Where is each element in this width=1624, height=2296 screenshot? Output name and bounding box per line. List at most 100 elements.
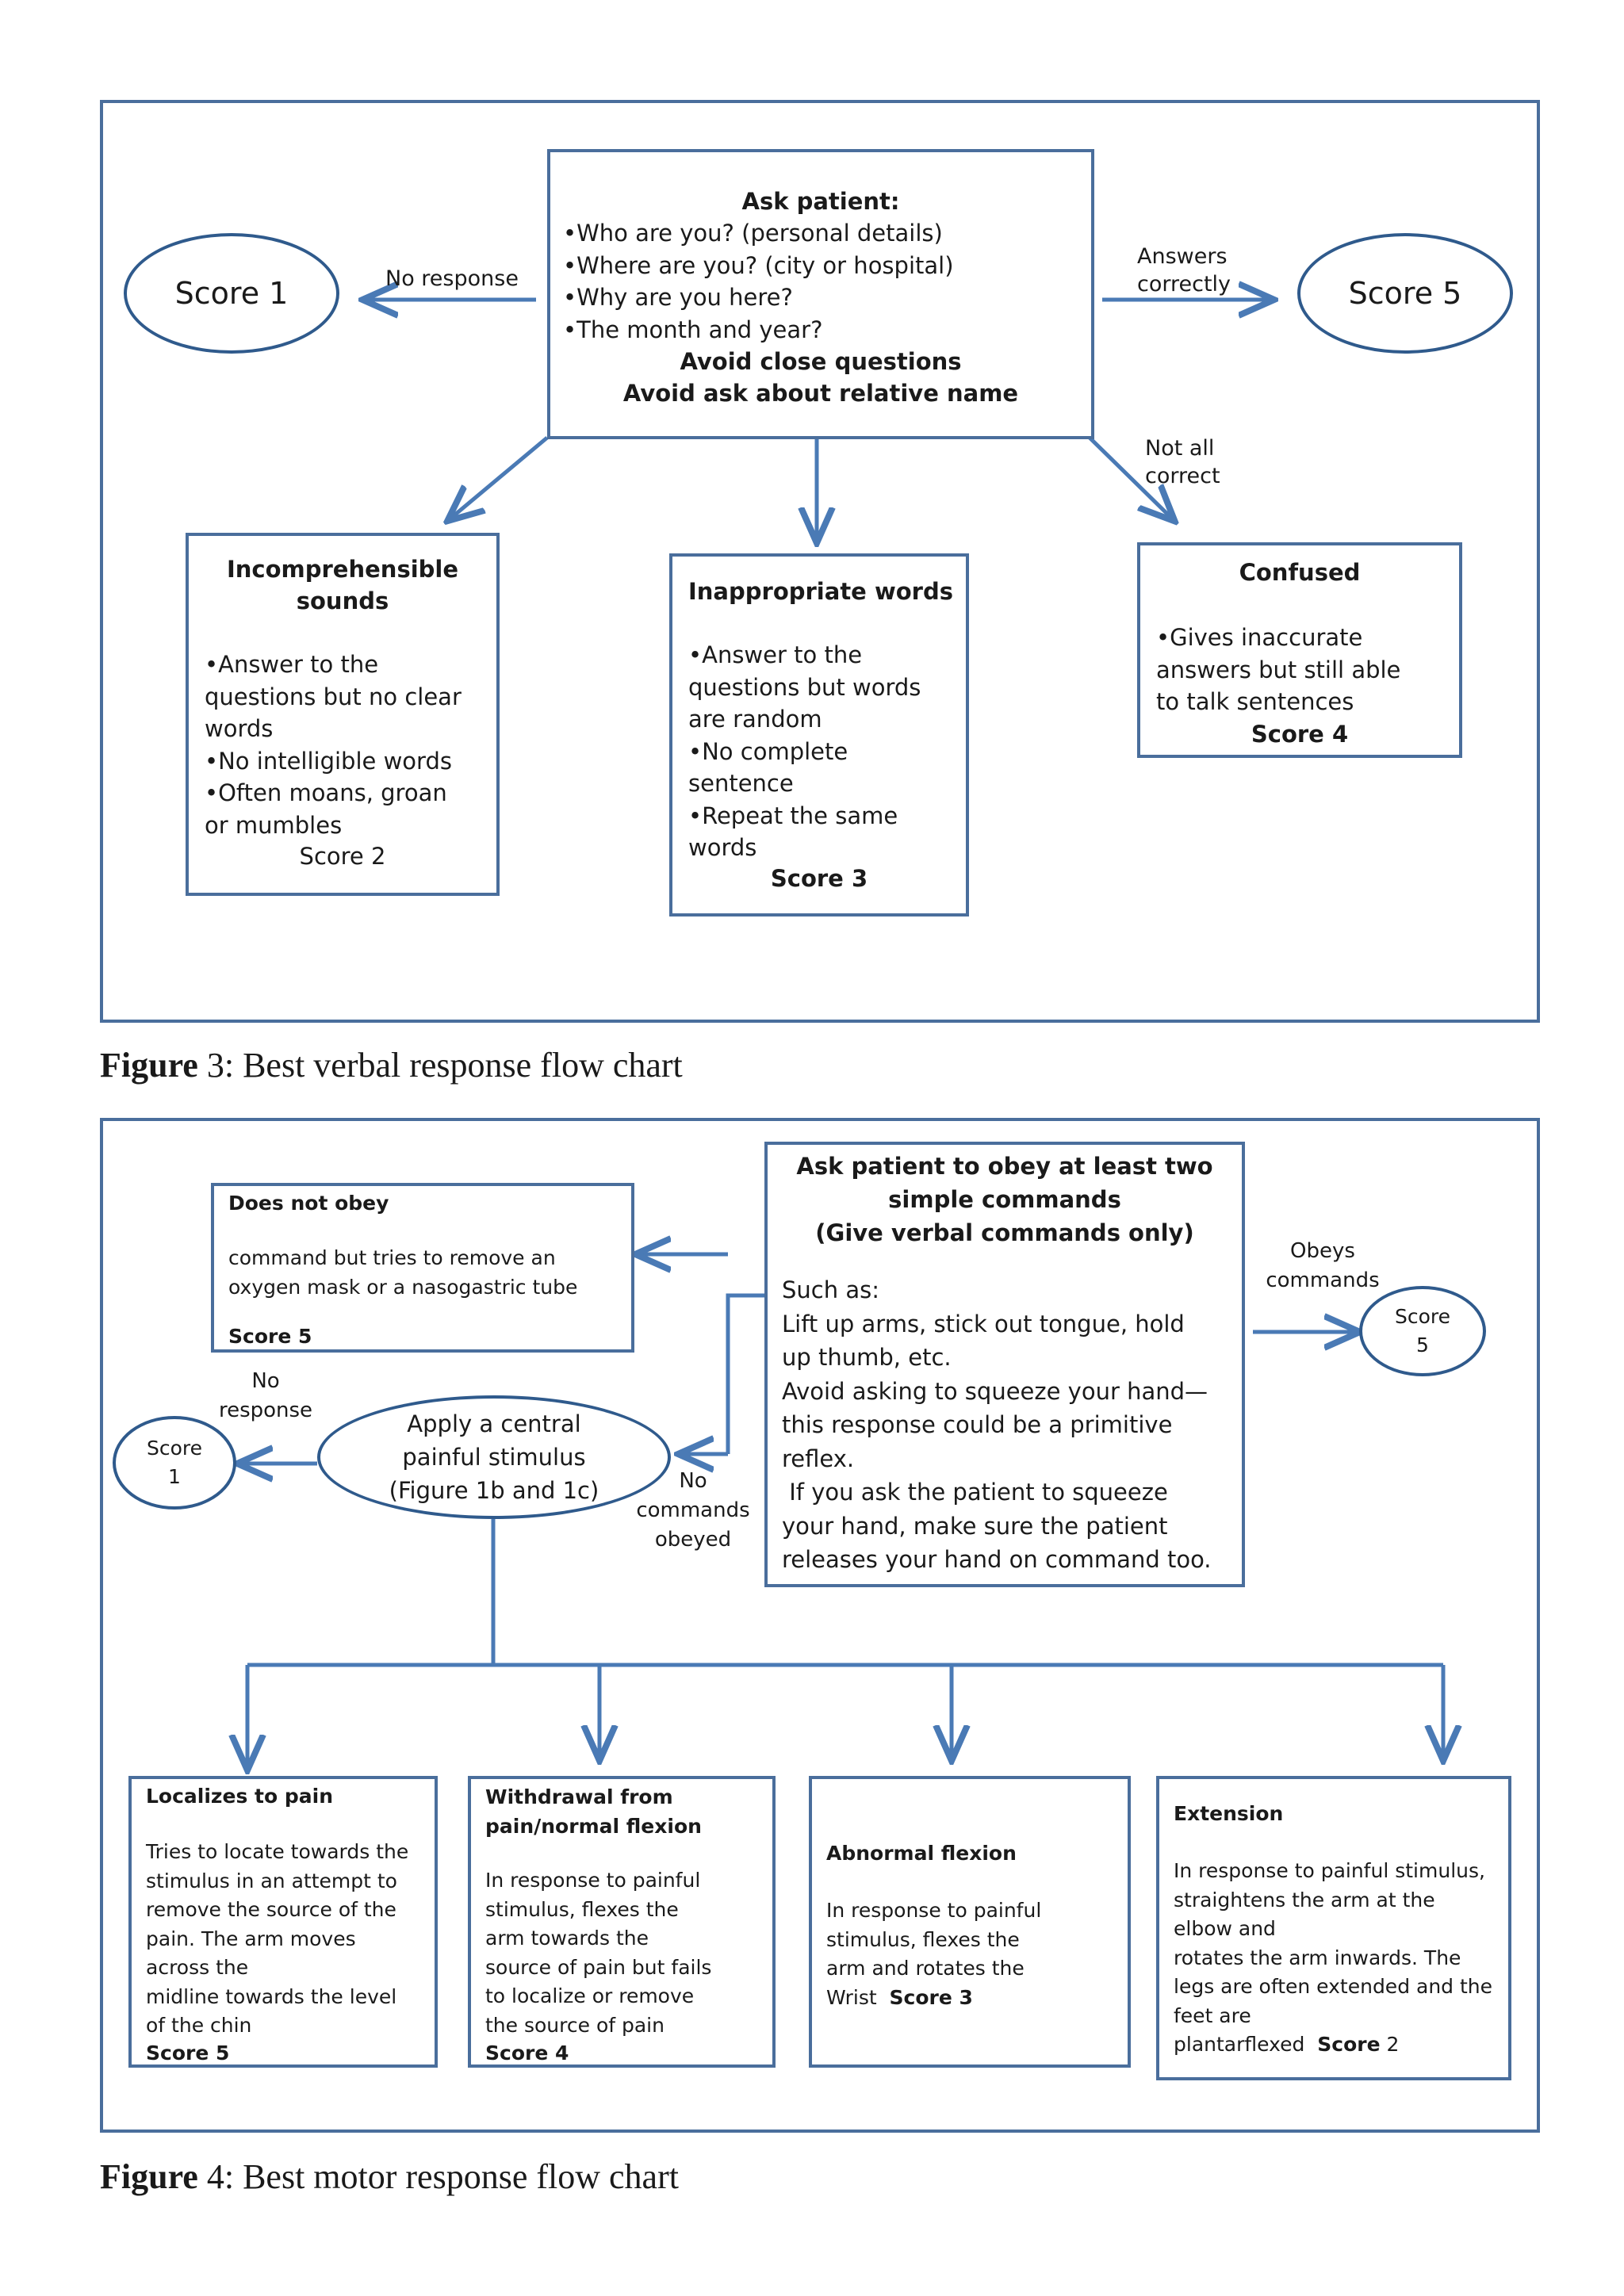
text-line: across the — [146, 1956, 249, 1979]
text-line: of the chin — [146, 2014, 252, 2037]
ellipse-line: painful stimulus — [402, 1444, 586, 1471]
text-line: stimulus in an attempt to — [146, 1869, 397, 1892]
incomprehensible-box: Incomprehensible sounds •Answer to the q… — [186, 533, 500, 896]
text-line: answers but still able — [1156, 656, 1401, 683]
text-line: Avoid asking to squeeze your hand— — [782, 1377, 1208, 1405]
does-not-obey-box: Does not obey command but tries to remov… — [211, 1183, 634, 1353]
text-line: arm towards the — [485, 1927, 649, 1950]
no-response-label: No response — [385, 266, 519, 291]
title-line: sounds — [296, 587, 389, 614]
text-line: to talk sentences — [1156, 688, 1354, 715]
does-not-obey-score: Score 5 — [228, 1325, 312, 1348]
ellipse-line: (Figure 1b and 1c) — [389, 1477, 599, 1504]
text-line: •Often moans, groan — [205, 779, 447, 806]
text-line: elbow and — [1174, 1917, 1276, 1940]
text-line: remove the source of the — [146, 1898, 396, 1921]
text-line: your hand, make sure the patient — [782, 1512, 1168, 1540]
not-all-correct-label: Not all correct — [1145, 434, 1220, 490]
extension-score-number: 2 — [1380, 2033, 1400, 2056]
text-line: Such as: — [782, 1276, 879, 1303]
confused-title: Confused — [1239, 559, 1361, 586]
withdrawal-text: In response to painful stimulus, flexes … — [485, 1866, 711, 2040]
caption-text: 3: Best verbal response flow chart — [197, 1046, 683, 1085]
label-line: Obeys — [1290, 1239, 1355, 1263]
obeys-commands-label: Obeys commands — [1264, 1237, 1381, 1295]
text-fragment: Wrist — [826, 1985, 890, 2009]
question-item: •Why are you here? — [563, 284, 793, 311]
withdrawal-title: Withdrawal from pain/normal flexion — [485, 1782, 702, 1841]
text-line: command but tries to remove an — [228, 1246, 556, 1269]
text-line: Tries to locate towards the — [146, 1840, 409, 1863]
text-line: arm and rotates the — [826, 1957, 1025, 1980]
text-line: are random — [688, 706, 822, 733]
title-line: Ask patient to obey at least two — [796, 1153, 1213, 1180]
connector-no-commands — [726, 1293, 766, 1454]
avoid-relative-name: Avoid ask about relative name — [622, 380, 1019, 407]
obey-commands-box: Ask patient to obey at least two simple … — [764, 1142, 1245, 1587]
text-line: words — [205, 715, 274, 742]
text-line: the source of pain — [485, 2013, 665, 2037]
text-line: In response to painful — [485, 1869, 701, 1892]
title-line: pain/normal flexion — [485, 1815, 702, 1838]
score5-circle: Score 5 — [1359, 1286, 1486, 1376]
score1-label: Score 1 — [174, 276, 289, 311]
label-line: Answers — [1137, 244, 1228, 269]
figure3-frame — [100, 100, 1540, 1023]
text-line: •No complete — [688, 737, 848, 765]
text-line: this response could be a primitive — [782, 1411, 1173, 1438]
text-fragment: plantarflexed — [1174, 2033, 1318, 2056]
arrow-to-incomprehensible — [450, 436, 549, 519]
inappropriate-box: Inappropriate words •Answer to the quest… — [669, 553, 969, 916]
score-line: 5 — [1416, 1334, 1429, 1357]
title-line: (Give verbal commands only) — [815, 1219, 1194, 1246]
text-line: up thumb, etc. — [782, 1344, 952, 1371]
question-item: •Who are you? (personal details) — [563, 220, 943, 247]
title-line: Withdrawal from — [485, 1785, 673, 1808]
label-line: No — [679, 1469, 707, 1493]
abnormal-flexion-text: In response to painful stimulus, flexes … — [826, 1896, 1041, 2012]
label-line: No — [251, 1369, 280, 1393]
text-line: •Repeat the same — [688, 802, 898, 829]
text-line: questions but words — [688, 673, 921, 701]
label-line: response — [218, 1399, 313, 1422]
score5-label: Score 5 — [1348, 276, 1462, 311]
text-line: In response to painful stimulus, — [1174, 1859, 1485, 1882]
abnormal-flexion-score: Score 3 — [889, 1985, 973, 2009]
answers-correctly-label: Answers correctly — [1137, 243, 1231, 298]
incomprehensible-score: Score 2 — [299, 843, 386, 870]
text-line: or mumbles — [205, 811, 343, 839]
text-line: plantarflexed Score 2 — [1174, 2030, 1492, 2060]
does-not-obey-text: command but tries to remove an oxygen ma… — [228, 1243, 577, 1302]
avoid-close-questions: Avoid close questions — [680, 348, 962, 375]
extension-score: Score — [1317, 2033, 1381, 2056]
obey-commands-title: Ask patient to obey at least two simple … — [768, 1150, 1242, 1249]
caption-bold: Figure — [100, 2157, 198, 2196]
figure4-frame — [100, 1118, 1540, 2133]
inappropriate-score: Score 3 — [770, 865, 868, 892]
extension-text: In response to painful stimulus, straigh… — [1174, 1857, 1492, 2060]
arrow-to-confused — [1088, 436, 1172, 519]
title-line: Incomprehensible — [226, 556, 459, 583]
withdrawal-box: Withdrawal from pain/normal flexion In r… — [468, 1776, 776, 2068]
no-commands-obeyed-label: No commands obeyed — [630, 1467, 756, 1555]
text-line: •Answer to the — [205, 651, 379, 678]
text-line: •Gives inaccurate — [1156, 624, 1363, 651]
text-line: source of pain but fails — [485, 1955, 712, 1979]
obey-commands-text: Such as: Lift up arms, stick out tongue,… — [782, 1273, 1212, 1577]
title-line: simple commands — [888, 1186, 1121, 1213]
text-line: legs are often extended and the — [1174, 1975, 1493, 1998]
figure3-caption: Figure 3: Best verbal response flow char… — [100, 1045, 683, 1085]
text-line: reflex. — [782, 1445, 855, 1472]
score-line: Score — [1394, 1305, 1451, 1328]
text-line: •No intelligible words — [205, 747, 452, 775]
ask-patient-questions: •Who are you? (personal details) •Where … — [563, 217, 954, 346]
text-line: pain. The arm moves — [146, 1927, 356, 1950]
extension-box: Extension In response to painful stimulu… — [1156, 1776, 1511, 2080]
label-line: Not all — [1145, 436, 1215, 461]
score1-circle: Score 1 — [113, 1416, 236, 1510]
localizes-text: Tries to locate towards the stimulus in … — [146, 1838, 408, 2041]
localizes-box: Localizes to pain Tries to locate toward… — [128, 1776, 438, 2068]
text-line: oxygen mask or a nasogastric tube — [228, 1276, 578, 1299]
ask-patient-title: Ask patient: — [741, 188, 900, 215]
inappropriate-title: Inappropriate words — [688, 578, 953, 605]
